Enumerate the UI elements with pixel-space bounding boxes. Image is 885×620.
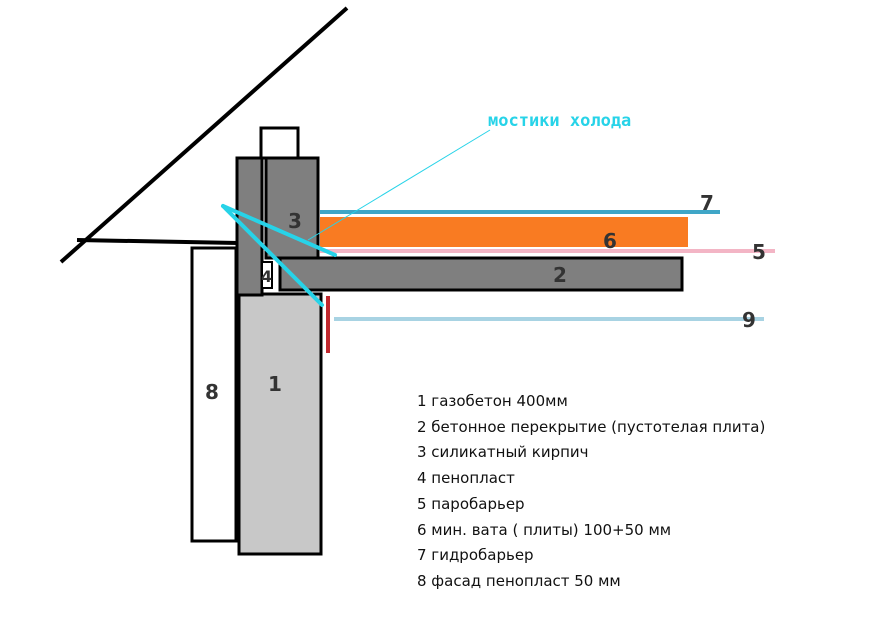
legend-item: 5 паробарьер <box>417 494 525 513</box>
label-9: 9 <box>742 308 756 332</box>
label-3: 3 <box>288 209 302 233</box>
legend: 1 газобетон 400мм 2 бетонное перекрытие … <box>417 389 765 595</box>
label-1: 1 <box>268 372 282 396</box>
foam-4 <box>261 261 273 289</box>
label-7: 7 <box>700 191 714 215</box>
concrete-slab-2 <box>278 256 684 292</box>
silicate-brick-3 <box>264 156 320 260</box>
facade-foam-8 <box>190 246 238 543</box>
aerated-concrete-wall-1 <box>237 292 323 556</box>
legend-item: 6 мин. вата ( плиты) 100+50 мм <box>417 520 672 539</box>
legend-item: 3 силикатный кирпич <box>417 443 589 462</box>
cold-bridge-lines <box>221 204 337 307</box>
eave-line <box>76 238 239 245</box>
legend-item: 1 газобетон 400мм <box>417 392 568 410</box>
callout-cold-bridges: мостики холода <box>488 111 631 131</box>
callout-leader <box>307 129 491 241</box>
mineral-wool-6 <box>320 217 688 247</box>
legend-item: 4 пенопласт <box>417 469 515 488</box>
roof-line <box>59 6 349 264</box>
legend-item: 7 гидробарьер <box>417 546 534 565</box>
label-5: 5 <box>752 240 766 264</box>
label-6: 6 <box>603 229 617 253</box>
label-4: 4 <box>261 267 272 286</box>
top-cap-box <box>259 126 300 160</box>
label-8: 8 <box>205 380 219 404</box>
legend-item: 2 бетонное перекрытие (пустотелая плита) <box>417 417 766 436</box>
legend-item: 8 фасад пенопласт 50 мм <box>417 571 621 590</box>
label-2: 2 <box>553 263 567 287</box>
